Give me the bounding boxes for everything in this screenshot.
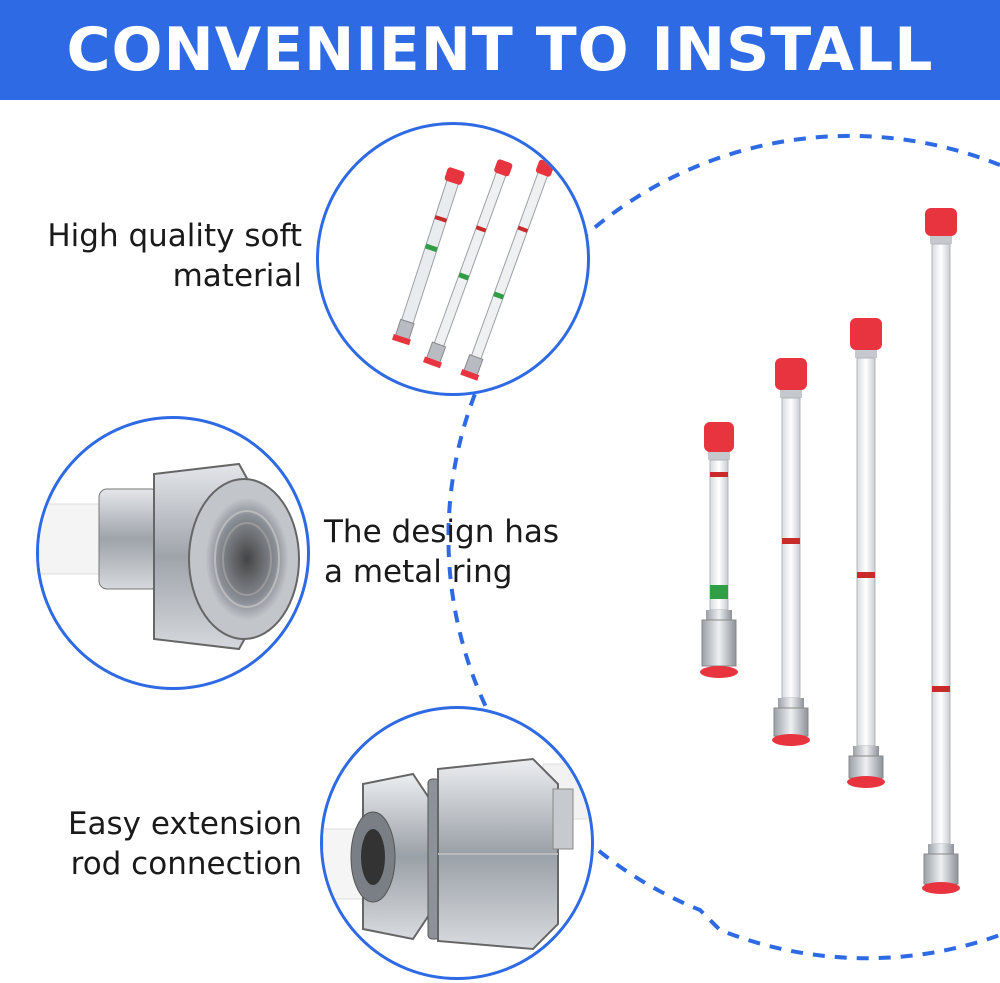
feature-line-2: material (172, 258, 302, 294)
feature-label-metal-ring: The design has a metal ring (324, 512, 594, 592)
extension-rod-longest (922, 208, 960, 894)
header-banner: CONVENIENT TO INSTALL (0, 0, 1000, 100)
feature-label-soft-material: High quality soft material (20, 216, 302, 296)
spray-extension-rods-icon (316, 122, 590, 396)
feature-line-2: rod connection (70, 846, 302, 882)
extension-rod-long (847, 318, 885, 788)
feature-label-rod-connection: Easy extension rod connection (20, 804, 302, 884)
rod-coupling-icon (320, 706, 594, 980)
extension-rod-medium (772, 358, 810, 746)
feature-line-1: Easy extension (67, 806, 302, 842)
extension-rod-short (700, 422, 738, 678)
page-title: CONVENIENT TO INSTALL (66, 15, 934, 85)
threaded-metal-nut-icon (36, 416, 310, 690)
feature-line-2: a metal ring (324, 554, 513, 590)
feature-line-1: High quality soft (47, 218, 302, 254)
feature-line-1: The design has (324, 514, 559, 550)
extension-rods-lineup (600, 160, 1000, 960)
